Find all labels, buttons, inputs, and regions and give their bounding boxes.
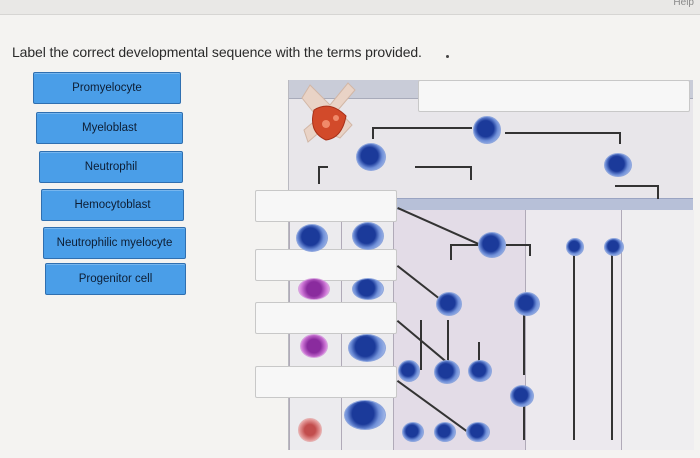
drop-zone-1[interactable] bbox=[418, 80, 690, 112]
drop-zone-2[interactable] bbox=[255, 190, 397, 222]
cell-small-b bbox=[604, 238, 624, 256]
term-hemocytoblast[interactable]: Hemocytoblast bbox=[41, 189, 184, 221]
connector-line bbox=[619, 132, 621, 144]
connector-line bbox=[523, 395, 525, 440]
cell-row4-col2 bbox=[344, 400, 386, 430]
decorative-dot bbox=[446, 55, 449, 58]
connector-line bbox=[415, 166, 470, 168]
term-promyelocyte[interactable]: Promyelocyte bbox=[33, 72, 181, 104]
connector-line bbox=[372, 127, 472, 129]
cell-mid bbox=[478, 232, 506, 258]
connector-line bbox=[372, 127, 374, 139]
drop-zone-3[interactable] bbox=[255, 249, 397, 281]
cell-h bbox=[468, 360, 492, 382]
connector-line bbox=[450, 244, 452, 260]
diagram-column-3 bbox=[393, 210, 526, 450]
connector-line bbox=[447, 320, 449, 365]
cell-myeloblast-top bbox=[473, 116, 501, 144]
connector-line bbox=[318, 166, 328, 168]
connector-line bbox=[505, 132, 619, 134]
connector-line bbox=[529, 244, 531, 256]
cell-j bbox=[402, 422, 424, 442]
connector-line bbox=[470, 166, 472, 180]
cell-row1-col1 bbox=[296, 224, 328, 252]
drop-zone-5[interactable] bbox=[255, 366, 397, 398]
hemocytoblast-illustration bbox=[301, 82, 356, 143]
connector-line bbox=[615, 185, 657, 187]
cell-row2-col2 bbox=[352, 278, 384, 300]
drop-zone-4[interactable] bbox=[255, 302, 397, 334]
term-neutrophil[interactable]: Neutrophil bbox=[39, 151, 183, 183]
connector-line bbox=[420, 320, 422, 370]
connector-line bbox=[573, 255, 575, 440]
cell-d bbox=[436, 292, 462, 316]
cell-row2-col1 bbox=[298, 278, 330, 300]
connector-line bbox=[523, 315, 525, 375]
cell-f bbox=[398, 360, 420, 382]
cell-e bbox=[514, 292, 540, 316]
connector-line bbox=[505, 244, 529, 246]
term-myeloblast[interactable]: Myeloblast bbox=[36, 112, 183, 144]
instruction-text: Label the correct developmental sequence… bbox=[12, 44, 422, 60]
top-bar: Help bbox=[0, 0, 700, 15]
term-progenitor-cell[interactable]: Progenitor cell bbox=[45, 263, 186, 295]
cell-l bbox=[466, 422, 490, 442]
connector-line bbox=[318, 166, 320, 184]
connector-line bbox=[450, 244, 480, 246]
cell-small-a bbox=[566, 238, 584, 256]
cell-g bbox=[434, 360, 460, 384]
cell-right bbox=[604, 153, 632, 177]
cell-row3-col2 bbox=[348, 334, 386, 362]
cell-row3-col1 bbox=[300, 334, 328, 358]
term-neutrophilic-myelocyte[interactable]: Neutrophilic myelocyte bbox=[43, 227, 186, 259]
diagram-column-5 bbox=[621, 210, 694, 450]
cell-row1-col2 bbox=[352, 222, 384, 250]
cell-i bbox=[510, 385, 534, 407]
help-link[interactable]: Help bbox=[673, 0, 694, 8]
cell-row4-col1 bbox=[298, 418, 322, 442]
cell-progenitor bbox=[356, 143, 386, 171]
cell-k bbox=[434, 422, 456, 442]
connector-line bbox=[478, 342, 480, 370]
connector-line bbox=[657, 185, 659, 199]
connector-line bbox=[611, 255, 613, 440]
